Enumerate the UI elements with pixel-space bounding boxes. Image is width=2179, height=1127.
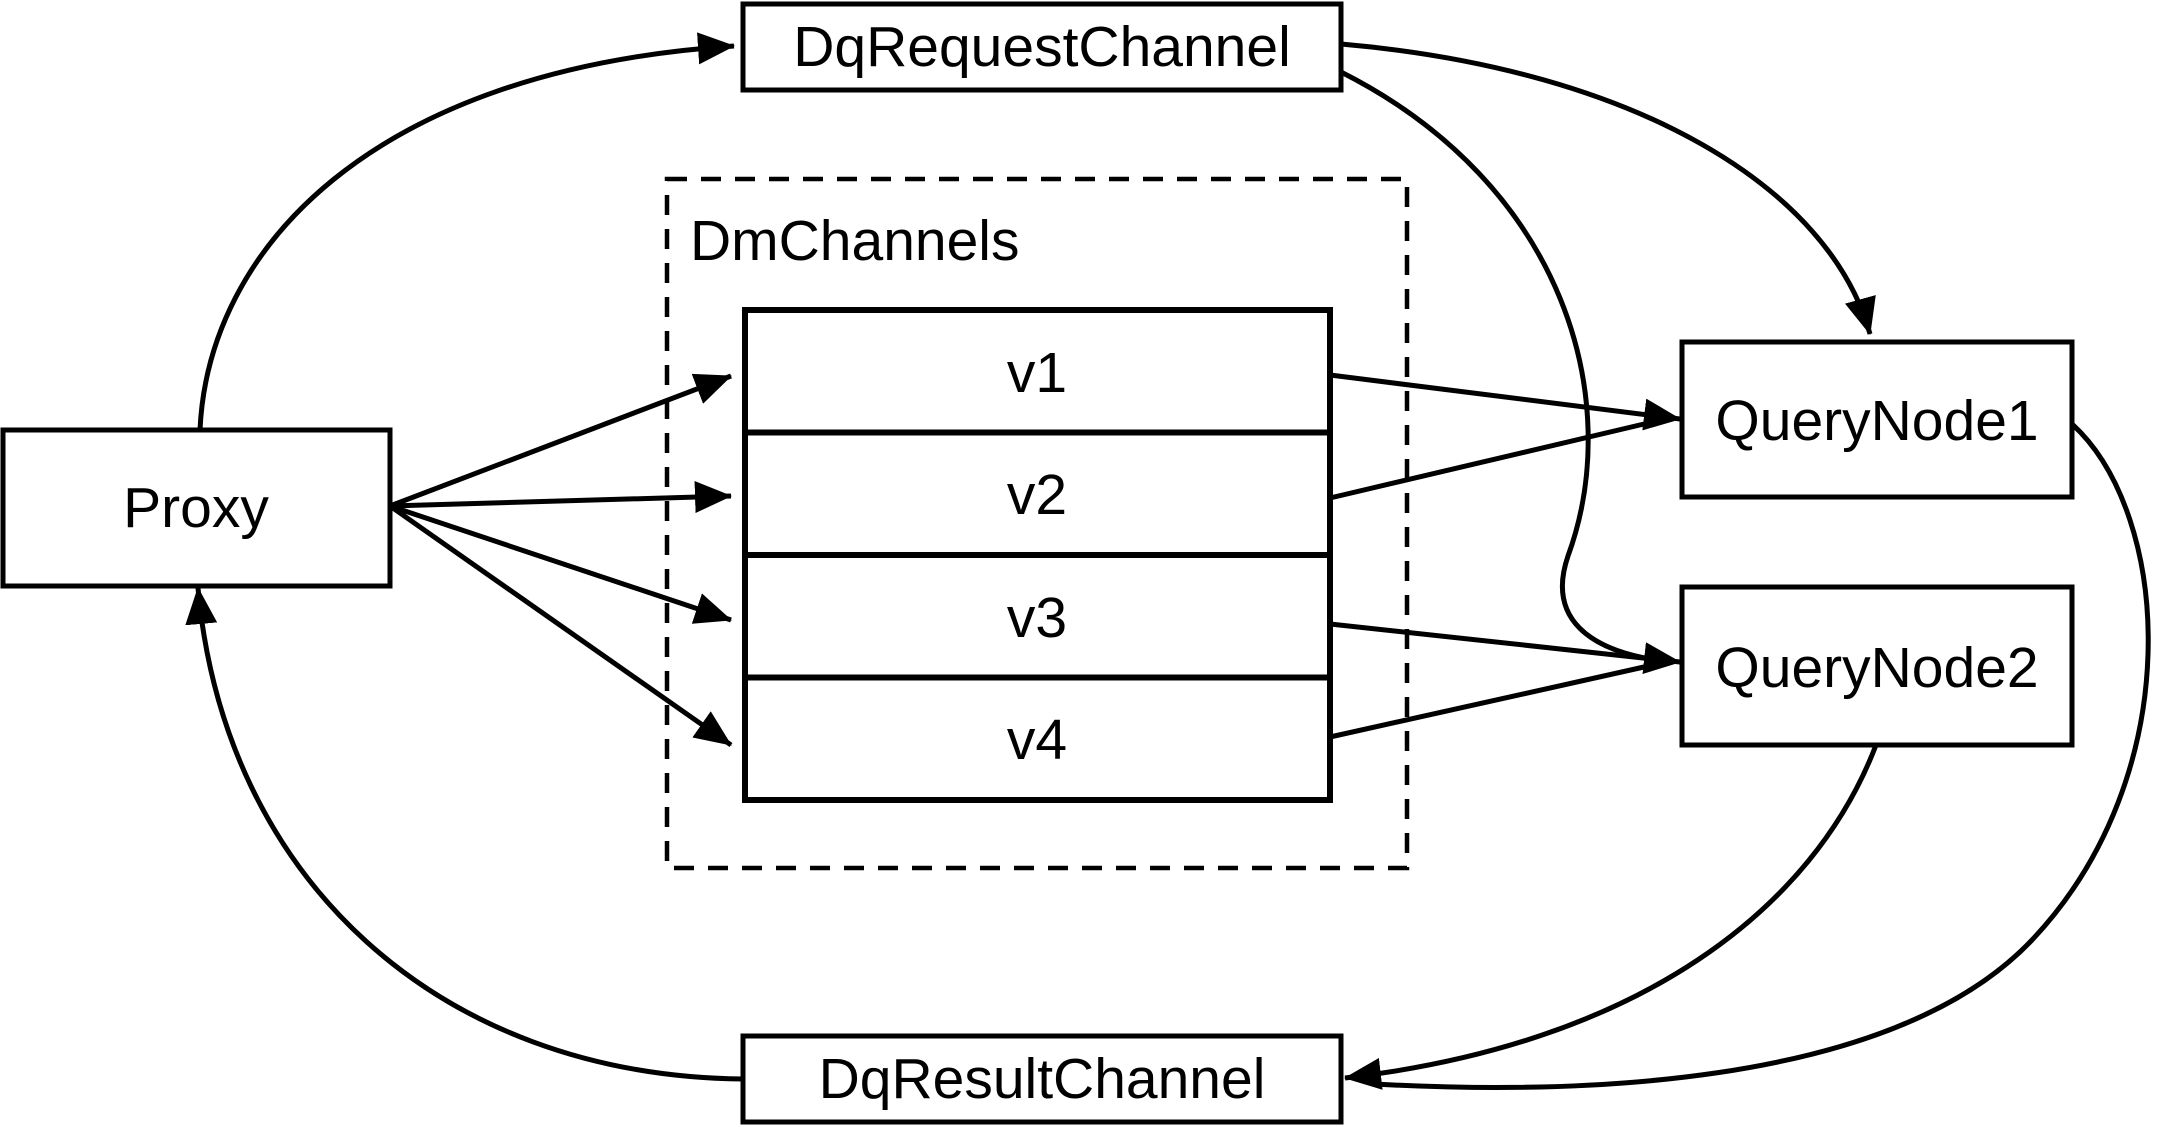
edge-proxy-to-v2 [389,481,732,514]
channel-row-v1 [742,307,1333,436]
edge-dq-request-channel-to-query-node-2 [1339,69,1657,663]
channel-v2-label: v2 [1007,463,1067,527]
edge-v3-to-query-node-2 [1329,621,1681,675]
channel-row-v2 [742,429,1333,558]
proxy-label: Proxy [123,476,269,540]
query-node-1: QueryNode1 [1679,339,2075,500]
edge-dq-request-channel-to-query-node-1 [1340,41,1876,335]
edge-v4-to-query-node-2 [1329,664,1645,740]
edge-proxy-to-v4 [388,503,733,748]
channel-row-v3 [742,552,1333,681]
dq-result-channel-box [740,1033,1344,1125]
edge-proxy-to-v3 [389,503,732,624]
channel-v3-label: v3 [1007,586,1067,650]
edge-v2-to-query-node-1 [1329,421,1645,501]
dm-channel-stack: v1 v2 v3 v4 [742,307,1333,803]
proxy-node: Proxy [0,427,393,589]
dq-result-channel-label: DqResultChannel [819,1047,1266,1111]
edge-query-node-2-to-dq-result-channel [1344,744,1879,1090]
dq-result-channel-node: DqResultChannel [740,1033,1344,1125]
dq-request-channel-node: DqRequestChannel [740,1,1344,93]
dm-channels-label: DmChannels [690,209,1019,273]
dm-channels-group: DmChannels [664,176,1410,871]
channel-v4-label: v4 [1007,708,1067,772]
channel-v1-label: v1 [1007,341,1067,405]
query-node-1-label: QueryNode1 [1715,389,2038,453]
dq-request-channel-label: DqRequestChannel [793,15,1291,79]
query-node-2: QueryNode2 [1679,584,2075,748]
query-node-2-label: QueryNode2 [1715,636,2038,700]
edge-proxy-to-v1 [389,373,732,509]
edge-v1-to-query-node-1 [1329,372,1681,431]
proxy-box [0,427,393,589]
edge-proxy-to-dq-request-channel [197,32,735,431]
edge-dq-result-channel-to-proxy [185,587,744,1082]
query-node-2-box [1679,584,2075,748]
query-node-1-box [1679,339,2075,500]
dq-request-channel-box [740,1,1344,93]
channel-row-v4 [742,674,1333,803]
edge-query-node-1-to-dq-result-channel [1373,422,2151,1090]
